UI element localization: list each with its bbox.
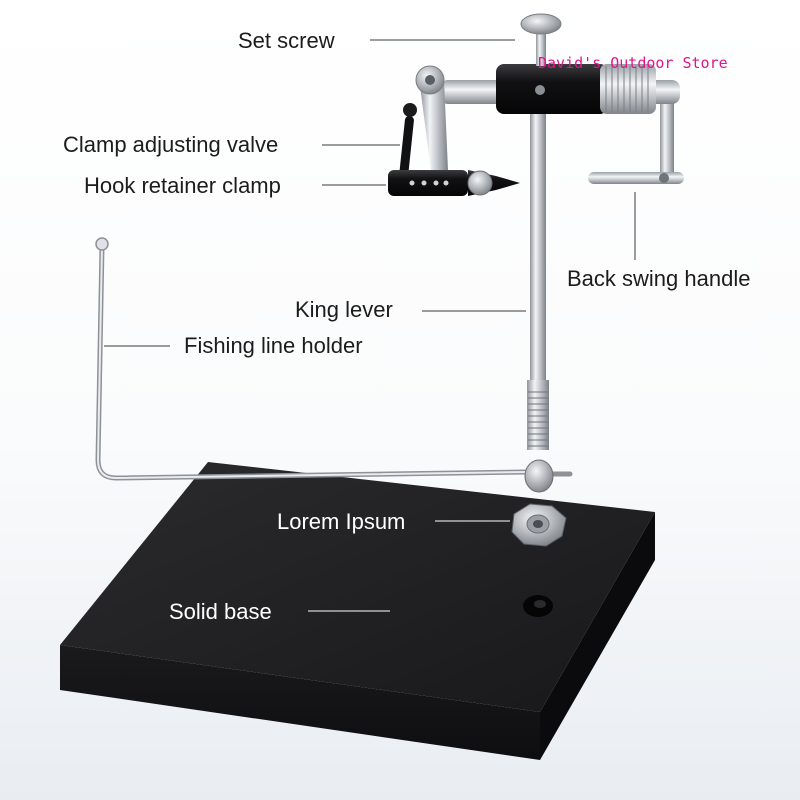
label-set-screw: Set screw <box>238 28 335 53</box>
label-clamp-adjusting-valve: Clamp adjusting valve <box>63 132 279 157</box>
back-swing-handle <box>588 102 684 184</box>
clamp-adjusting-valve <box>399 103 417 180</box>
label-hook-retainer-clamp: Hook retainer clamp <box>84 173 281 198</box>
set-screw <box>520 13 562 66</box>
leader-lines <box>104 39 636 612</box>
store-watermark: David's Outdoor Store <box>538 54 728 72</box>
jaw-arm <box>415 65 448 178</box>
label-fishing-line-holder: Fishing line holder <box>184 333 363 358</box>
label-back-swing-handle: Back swing handle <box>567 266 751 291</box>
label-solid-base: Solid base <box>169 599 272 624</box>
fishing-line-holder <box>95 237 573 493</box>
king-lever <box>527 90 549 450</box>
label-lorem-ipsum: Lorem Ipsum <box>277 509 406 534</box>
label-king-lever: King lever <box>295 297 393 322</box>
base-bolt-hole-inner <box>534 600 546 608</box>
vise-head <box>440 64 680 114</box>
hook-retainer-clamp <box>388 170 520 196</box>
solid-base <box>60 462 655 760</box>
base-top-face <box>60 462 655 712</box>
base-front-face <box>60 645 540 760</box>
base-side-face <box>540 512 655 760</box>
hex-nut <box>511 503 567 547</box>
